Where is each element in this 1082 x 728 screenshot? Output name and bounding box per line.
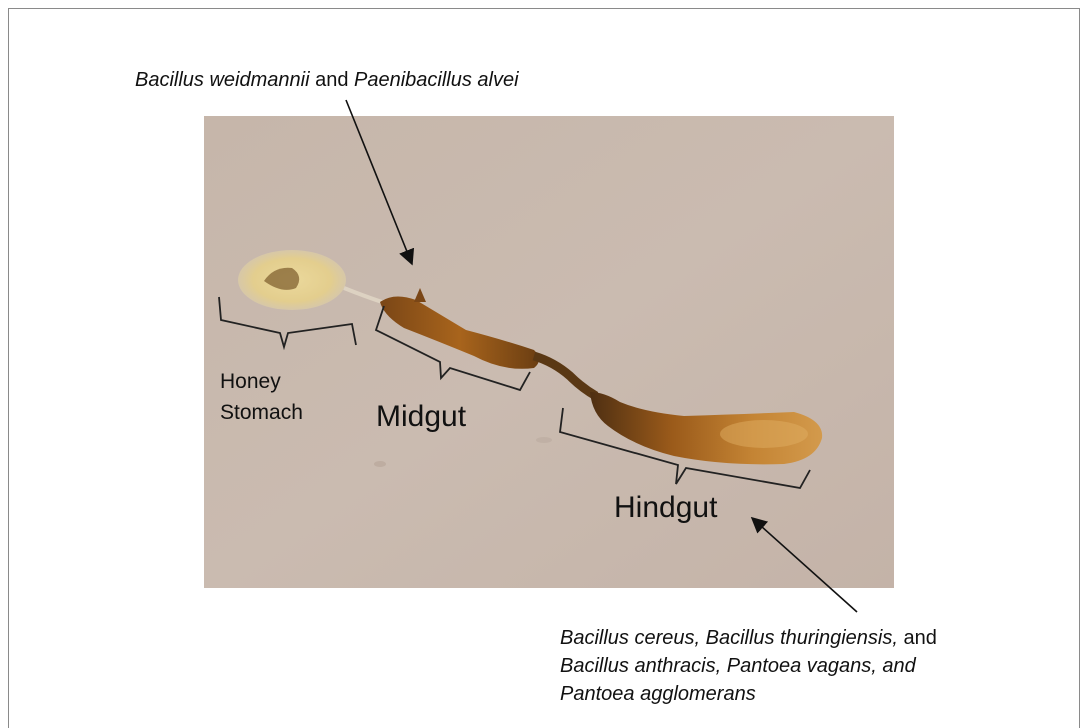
photo-smudge: [374, 461, 386, 467]
honey-stomach-label: Honey Stomach: [220, 366, 303, 428]
photo-smudge: [536, 437, 552, 443]
caption-connector: and: [310, 69, 354, 91]
photo-background: [204, 116, 894, 588]
hindgut-caption-line1: Bacillus cereus, Bacillus thuringiensis,…: [560, 624, 937, 652]
honey-stomach-label-line2: Stomach: [220, 397, 303, 428]
hindgut-caption-line1-and: and: [898, 627, 937, 649]
hindgut-caption-line3: Pantoea agglomerans: [560, 680, 937, 708]
midgut-label: Midgut: [376, 399, 466, 435]
hindgut-caption-line1-species: Bacillus cereus, Bacillus thuringiensis,: [560, 627, 898, 649]
hindgut-highlight: [720, 420, 808, 448]
midgut-bacteria-caption: Bacillus weidmannii and Paenibacillus al…: [135, 67, 519, 93]
hindgut-label: Hindgut: [614, 490, 717, 526]
caption-species-1: Bacillus weidmannii: [135, 69, 310, 91]
hindgut-caption-line2: Bacillus anthracis, Pantoea vagans, and: [560, 652, 937, 680]
honey-stomach-label-line1: Honey: [220, 366, 303, 397]
hindgut-bacteria-caption: Bacillus cereus, Bacillus thuringiensis,…: [560, 624, 937, 708]
bee-gut-photo: [204, 116, 894, 588]
caption-species-2: Paenibacillus alvei: [354, 69, 519, 91]
